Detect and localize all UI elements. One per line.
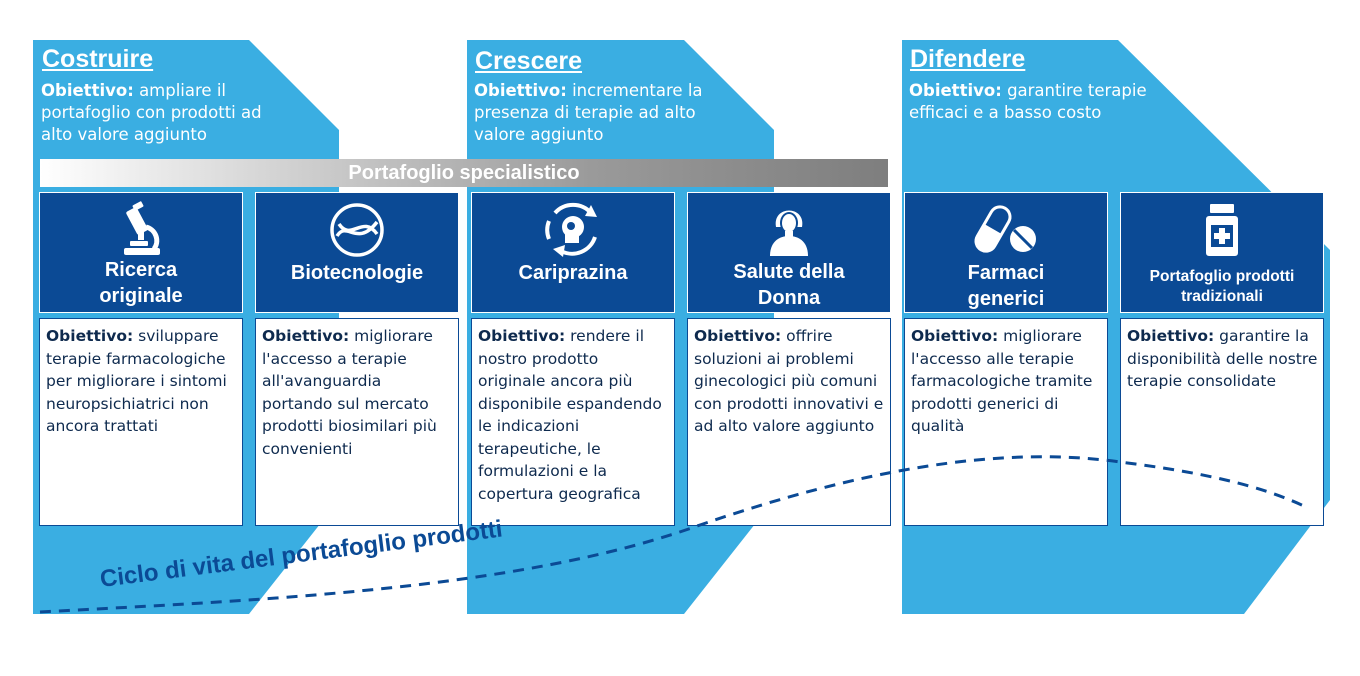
area-header-tradizionali: Portafoglio prodotti tradizionali (1120, 192, 1324, 313)
area-header-cariprazina: Cariprazina (471, 192, 675, 313)
woman-icon (770, 210, 808, 256)
objective-label: Obiettivo: (909, 81, 1002, 100)
phase-objective-difendere: Obiettivo: garantire terapie efficaci e … (909, 80, 1171, 124)
phase-title-crescere: Crescere (475, 47, 583, 75)
objective-label: Obiettivo: (474, 81, 567, 100)
phase-title-costruire: Costruire (42, 45, 154, 73)
area-title: Cariprazina (518, 262, 628, 284)
objective-label: Obiettivo: (41, 81, 134, 100)
objective-card-biotecnologie: Obiettivo: migliorare l'accesso a terapi… (255, 318, 459, 526)
objective-label: Obiettivo: (262, 327, 350, 345)
area-title: Ricerca originale (99, 259, 183, 307)
objective-card-salute-donna: Obiettivo: offrire soluzioni ai problemi… (687, 318, 891, 526)
microscope-icon (124, 201, 160, 255)
objective-card-tradizionali: Obiettivo: garantire la disponibilità de… (1120, 318, 1324, 526)
objective-label: Obiettivo: (694, 327, 782, 345)
area-header-biotecnologie: Biotecnologie (255, 192, 459, 313)
objective-text: rendere il nostro prodotto originale anc… (478, 327, 662, 503)
area-title: Salute della Donna (733, 261, 845, 309)
objective-card-ricerca: Obiettivo: sviluppare terapie farmacolog… (39, 318, 243, 526)
dna-circle-icon (330, 203, 384, 257)
area-header-salute-donna: Salute della Donna (687, 192, 891, 313)
phase-objective-costruire: Obiettivo: ampliare il portafoglio con p… (41, 80, 291, 146)
objective-label: Obiettivo: (1127, 327, 1215, 345)
objective-label: Obiettivo: (911, 327, 999, 345)
phase-title-difendere: Difendere (910, 45, 1026, 73)
specialty-portfolio-banner: Portafoglio specialistico (40, 159, 888, 187)
objective-label: Obiettivo: (478, 327, 566, 345)
area-header-ricerca: Ricerca originale (39, 192, 243, 313)
objective-text: garantire la disponibilità delle nostre … (1127, 327, 1318, 390)
area-title: Portafoglio prodotti tradizionali (1149, 268, 1295, 305)
objective-card-generici: Obiettivo: migliorare l'accesso alle ter… (904, 318, 1108, 526)
head-cycle-icon (545, 202, 597, 257)
objective-text: offrire soluzioni ai problemi ginecologi… (694, 327, 884, 435)
area-title: Farmaci generici (967, 262, 1045, 310)
objective-text: migliorare l'accesso a terapie all'avang… (262, 327, 437, 458)
objective-text: migliorare l'accesso alle terapie farmac… (911, 327, 1093, 435)
area-title: Biotecnologie (290, 262, 424, 284)
objective-text: ampliare il portafoglio con prodotti ad … (41, 81, 262, 144)
area-header-generici: Farmaci generici (904, 192, 1108, 313)
objective-card-cariprazina: Obiettivo: rendere il nostro prodotto or… (471, 318, 675, 526)
phase-objective-crescere: Obiettivo: incrementare la presenza di t… (474, 80, 742, 146)
objective-label: Obiettivo: (46, 327, 134, 345)
pills-icon (974, 205, 1036, 253)
objective-text: garantire terapie efficaci e a basso cos… (909, 81, 1147, 122)
objective-text: incrementare la presenza di terapie ad a… (474, 81, 703, 144)
objective-text: sviluppare terapie farmacologiche per mi… (46, 327, 227, 435)
medicine-bottle-icon (1206, 204, 1238, 256)
